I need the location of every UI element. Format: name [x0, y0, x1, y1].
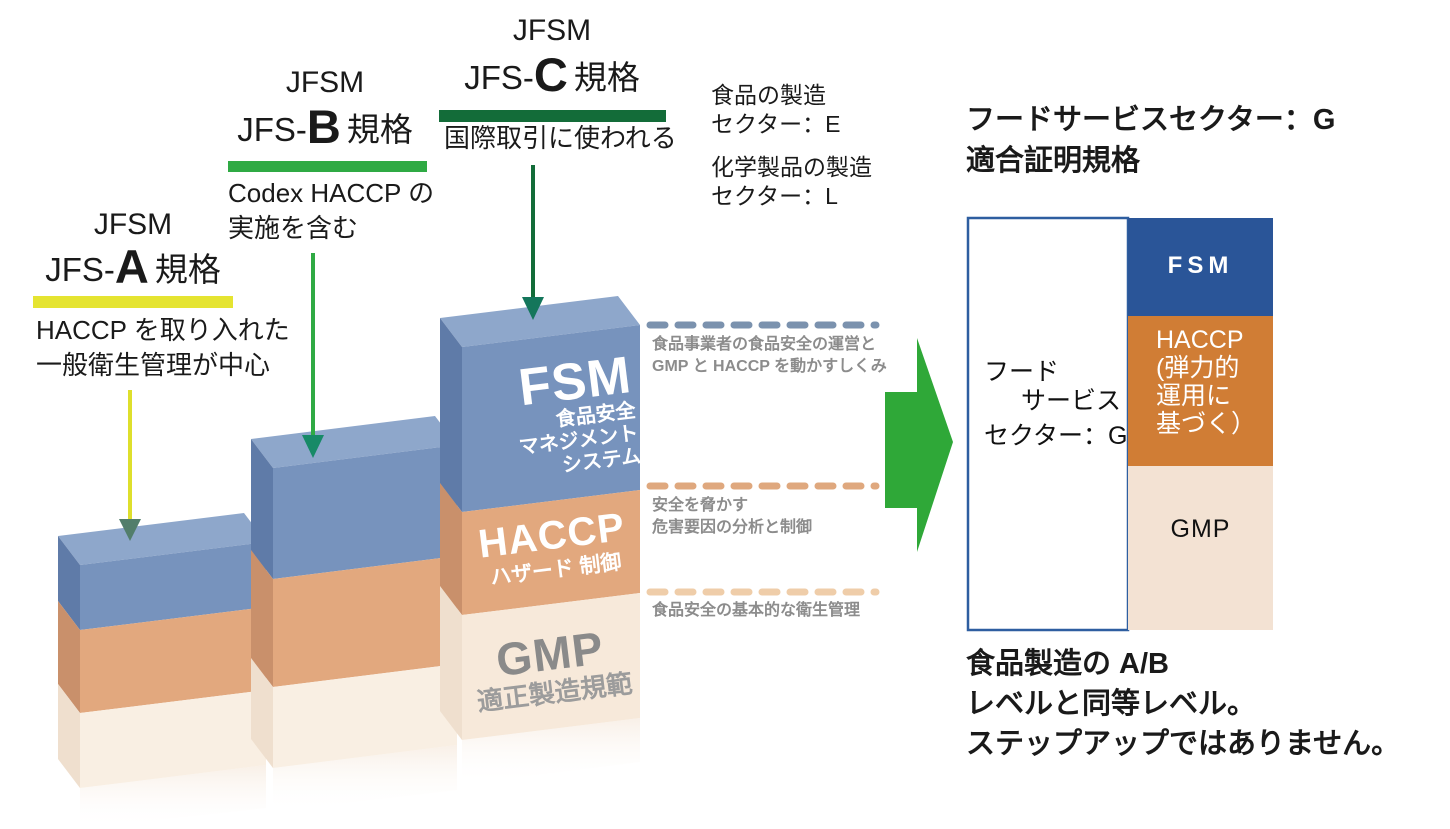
- panel-fsm-rect: [1128, 218, 1273, 316]
- annotation-c-prefix: JFS-: [464, 59, 534, 96]
- sector-food-manufacturing: 食品の製造 セクター：E: [711, 82, 841, 137]
- box-line-sector-g: セクター：G: [984, 422, 1128, 450]
- panel-heading: フードサービスセクター：G 適合証明規格: [966, 104, 1336, 177]
- sector-chemical-manufacturing: 化学製品の製造 セクター：L: [711, 154, 872, 209]
- panel-gmp-label: GMP: [1170, 515, 1231, 543]
- underline-b-bar: [228, 161, 427, 172]
- annotation-c-org: JFSM: [512, 14, 592, 47]
- annotation-a-org: JFSM: [93, 208, 173, 241]
- box-line-food: フード: [984, 358, 1060, 386]
- annotation-a-letter: A: [114, 240, 149, 293]
- big-right-arrow: [885, 338, 953, 552]
- annotation-a-suffix: 規格: [154, 251, 221, 288]
- annotation-c-suffix: 規格: [573, 59, 640, 96]
- annotation-b-suffix: 規格: [346, 111, 413, 148]
- panel-gmp-rect: [1128, 466, 1273, 630]
- step-block-c: [440, 296, 640, 785]
- arrow-c-pointer: [522, 165, 544, 320]
- annotation-b-desc: Codex HACCP の 実施を含む: [228, 178, 435, 243]
- panel-fsm-label: FSM: [1167, 252, 1234, 279]
- annotation-c-letter: C: [533, 48, 568, 101]
- annotation-b-prefix: JFS-: [237, 111, 307, 148]
- underline-a-bar: [33, 296, 233, 308]
- box-line-service: サービス: [1021, 387, 1122, 415]
- callout-fsm: 食品事業者の食品安全の運営と GMP と HACCP を動かすしくみ: [652, 336, 887, 375]
- callout-gmp: 食品安全の基本的な衛生管理: [652, 602, 861, 619]
- panel-haccp-rect: [1128, 316, 1273, 466]
- panel-footer-note: 食品製造の A/B レベルと同等レベル。 ステップアップではありません。: [966, 648, 1401, 760]
- annotation-a-prefix: JFS-: [45, 251, 115, 288]
- step-block-a: [58, 513, 266, 829]
- annotation-c-desc: 国際取引に使われる: [444, 123, 677, 153]
- arrow-a-pointer: [119, 390, 141, 541]
- arrow-b-pointer: [302, 253, 324, 458]
- panel-haccp-label: HACCP (弾力的 運用に 基づく）: [1156, 326, 1257, 438]
- foodservice-box: [966, 216, 1130, 632]
- underline-c-bar: [439, 110, 666, 122]
- step-block-b: [251, 416, 457, 812]
- callout-haccp: 安全を脅かす 危害要因の分析と制御: [652, 497, 813, 536]
- annotation-b-org: JFSM: [285, 66, 365, 99]
- annotation-b-letter: B: [306, 100, 341, 153]
- annotation-a-desc: HACCP を取り入れた 一般衛生管理が中心: [36, 315, 290, 380]
- block-fsm-label: FSM 食品安全 マネジメント システム: [515, 346, 643, 477]
